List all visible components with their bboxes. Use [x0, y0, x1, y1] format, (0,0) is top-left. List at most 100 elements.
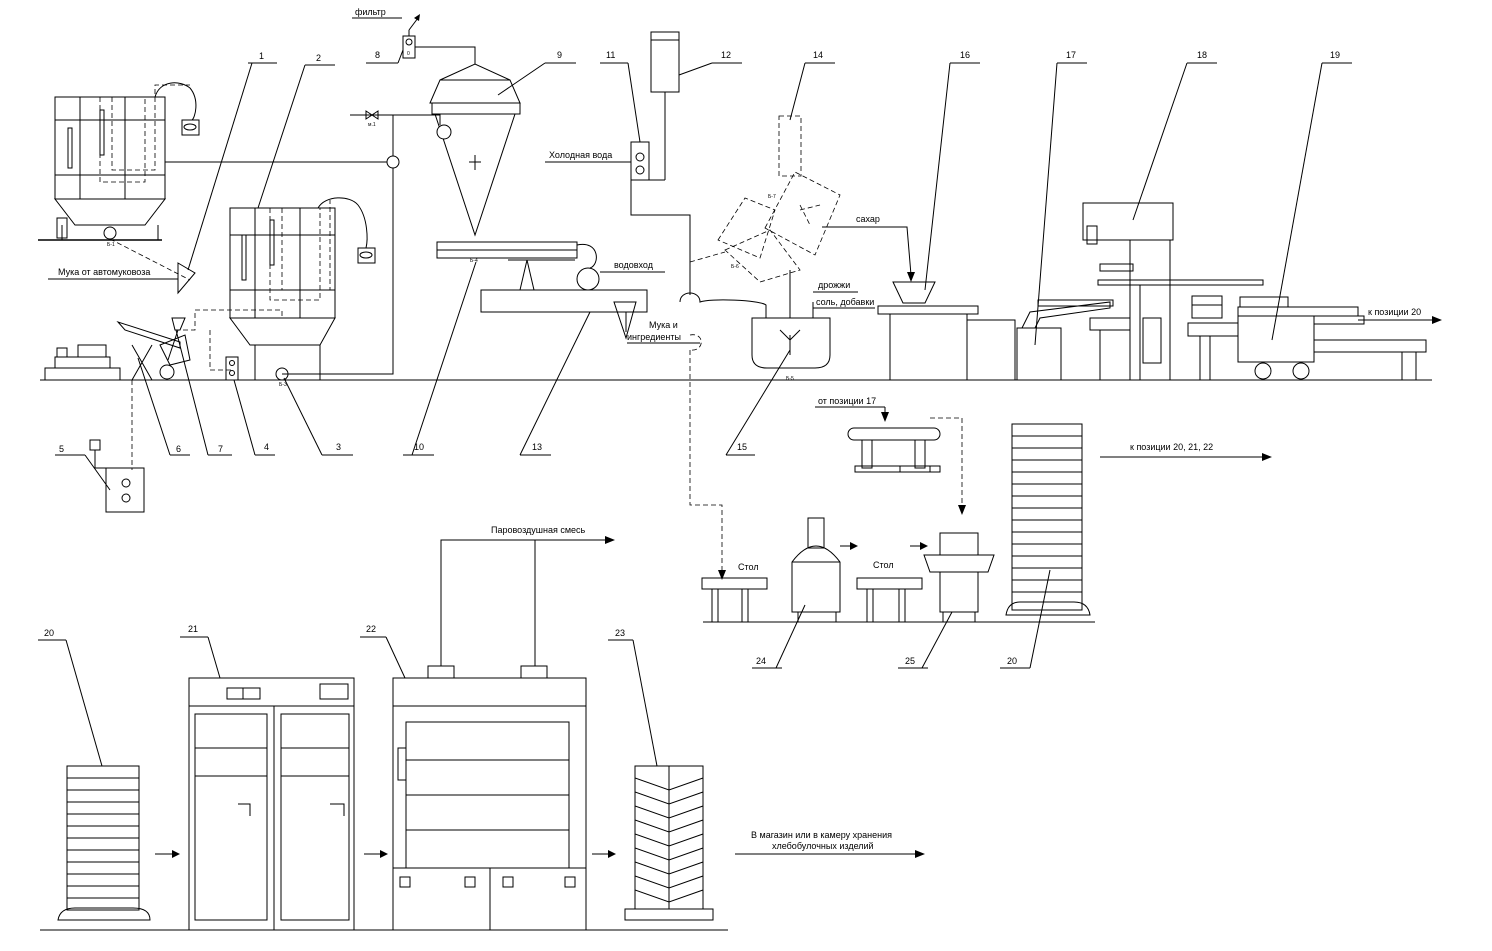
- arrowhead-22-to-23: [608, 850, 616, 858]
- tag-b6: Б-6: [731, 264, 739, 270]
- flour-silo-2: Б-3: [229, 197, 376, 388]
- filter-8: 0: [402, 14, 476, 64]
- leader-lines: [38, 49, 1352, 767]
- label-table-2: Стол: [873, 560, 894, 570]
- to-position-20-arrowhead: [1432, 316, 1442, 324]
- pos-2: 2: [316, 53, 321, 63]
- work-table-1: [701, 577, 768, 623]
- water-tank-12: [649, 31, 680, 181]
- valve-left: [365, 110, 373, 120]
- screw-conveyor-10: Б-4: [436, 241, 578, 264]
- dashed-line-to-table: [689, 350, 723, 575]
- receiving-hopper-1: [177, 262, 196, 295]
- cyclone-sluice: [436, 124, 452, 140]
- dough-tank-15: Б-5: [751, 270, 831, 382]
- to-store-arrowhead: [915, 850, 925, 858]
- cooling-rack-23: [624, 765, 714, 921]
- label-table-1: Стол: [738, 562, 759, 572]
- truck-unloading-unit: [44, 317, 191, 381]
- arrowhead-20-to-21: [172, 850, 180, 858]
- silo-1-feeder: [103, 226, 117, 240]
- label-to-store-2: хлебобулочных изделий: [772, 841, 874, 851]
- steam-exhaust-line: [440, 539, 605, 666]
- pos-20-bottom: 20: [44, 628, 54, 638]
- rack-trolley-20-bottom: [57, 765, 151, 921]
- label-cold-water: Холодная вода: [549, 150, 612, 160]
- pos-15: 15: [737, 442, 747, 452]
- tag-b7: Б-7: [768, 194, 776, 200]
- pos-20-middle: 20: [1007, 656, 1017, 666]
- pos-1: 1: [259, 51, 264, 61]
- dashed-panel-link: [209, 330, 232, 371]
- feed-line-to-cyclone: [350, 114, 441, 125]
- pos-8: 8: [375, 50, 380, 60]
- pos-16: 16: [960, 50, 970, 60]
- valve-right: [371, 110, 379, 120]
- pos-3: 3: [336, 442, 341, 452]
- baking-oven-22: [392, 665, 587, 931]
- label-sugar: сахар: [856, 214, 880, 224]
- pos-9: 9: [557, 50, 562, 60]
- pos-11: 11: [606, 50, 615, 60]
- label-yeast: дрожжи: [818, 280, 850, 290]
- to-positions-arrowhead: [1262, 453, 1272, 461]
- label-from-position-17: от позиции 17: [818, 396, 876, 406]
- rack-trolley-20-middle: [1005, 423, 1091, 616]
- pos-18: 18: [1197, 50, 1207, 60]
- tag-b3: Б-3: [279, 382, 287, 388]
- pos-6: 6: [176, 444, 181, 454]
- arrowhead-to-table: [718, 570, 726, 580]
- pos-12: 12: [721, 50, 731, 60]
- label-water-meter: водовход: [614, 260, 654, 270]
- pos-21: 21: [188, 624, 198, 634]
- silo-2-filter: [357, 247, 376, 264]
- silo-1-filter: [181, 119, 200, 136]
- label-flour-ingredients-1: Мука и: [649, 320, 678, 330]
- water-line-to-mixer: [679, 292, 767, 318]
- moulding-machine-18: [1082, 202, 1264, 381]
- flour-silo-1: Б-1: [53, 82, 200, 248]
- label-to-positions-20-21-22: к позиции 20, 21, 22: [1130, 442, 1213, 452]
- control-panel-4: [225, 356, 239, 381]
- pos-4: 4: [264, 442, 269, 452]
- dosing-scale-13: [480, 243, 648, 340]
- pos-13: 13: [532, 442, 542, 452]
- receiver-wheel: [159, 364, 175, 380]
- label-steam-air-mix: Паровоздушная смесь: [491, 525, 586, 535]
- label-filter: фильтр: [355, 7, 386, 17]
- scale-drum: [576, 267, 600, 291]
- work-table-2: [856, 577, 923, 623]
- machine-25: [923, 532, 995, 623]
- tag-m1: м.1: [368, 122, 376, 128]
- water-dispenser-11: [630, 141, 650, 181]
- label-salt-additives: соль, добавки: [816, 297, 874, 307]
- tag-b4: Б-4: [470, 258, 478, 264]
- arrowhead-24-to-table: [850, 542, 858, 550]
- pos-24: 24: [756, 656, 766, 666]
- pos-23: 23: [615, 628, 625, 638]
- label-to-position-20: к позиции 20: [1368, 307, 1421, 317]
- pos-7: 7: [218, 444, 223, 454]
- dough-rounder-17: [1016, 299, 1131, 381]
- pos-5: 5: [59, 444, 64, 454]
- machine-24: [791, 517, 841, 623]
- pos-19: 19: [1330, 50, 1340, 60]
- air-line-silo2: [282, 115, 394, 375]
- dashed-receiver-to-silo2: [175, 309, 283, 331]
- water-line-down: [630, 180, 691, 295]
- from-17-arrowhead: [881, 412, 889, 422]
- sugar-line: [822, 226, 912, 276]
- moulding-table: [847, 427, 941, 473]
- label-flour-ingredients-2: ингредиенты: [627, 332, 681, 342]
- label-flour-from-truck: Мука от автомуковоза: [58, 267, 150, 277]
- switch-valve: [386, 155, 400, 169]
- pos-25: 25: [905, 656, 915, 666]
- pos-22: 22: [366, 624, 376, 634]
- arrowhead-table-to-25: [920, 542, 928, 550]
- arrowhead-21-to-22: [380, 850, 388, 858]
- svg-text:0: 0: [407, 51, 410, 57]
- label-to-store-1: В магазин или в камеру хранения: [751, 830, 892, 840]
- pos-17: 17: [1066, 50, 1076, 60]
- sugar-arrowhead: [907, 272, 915, 282]
